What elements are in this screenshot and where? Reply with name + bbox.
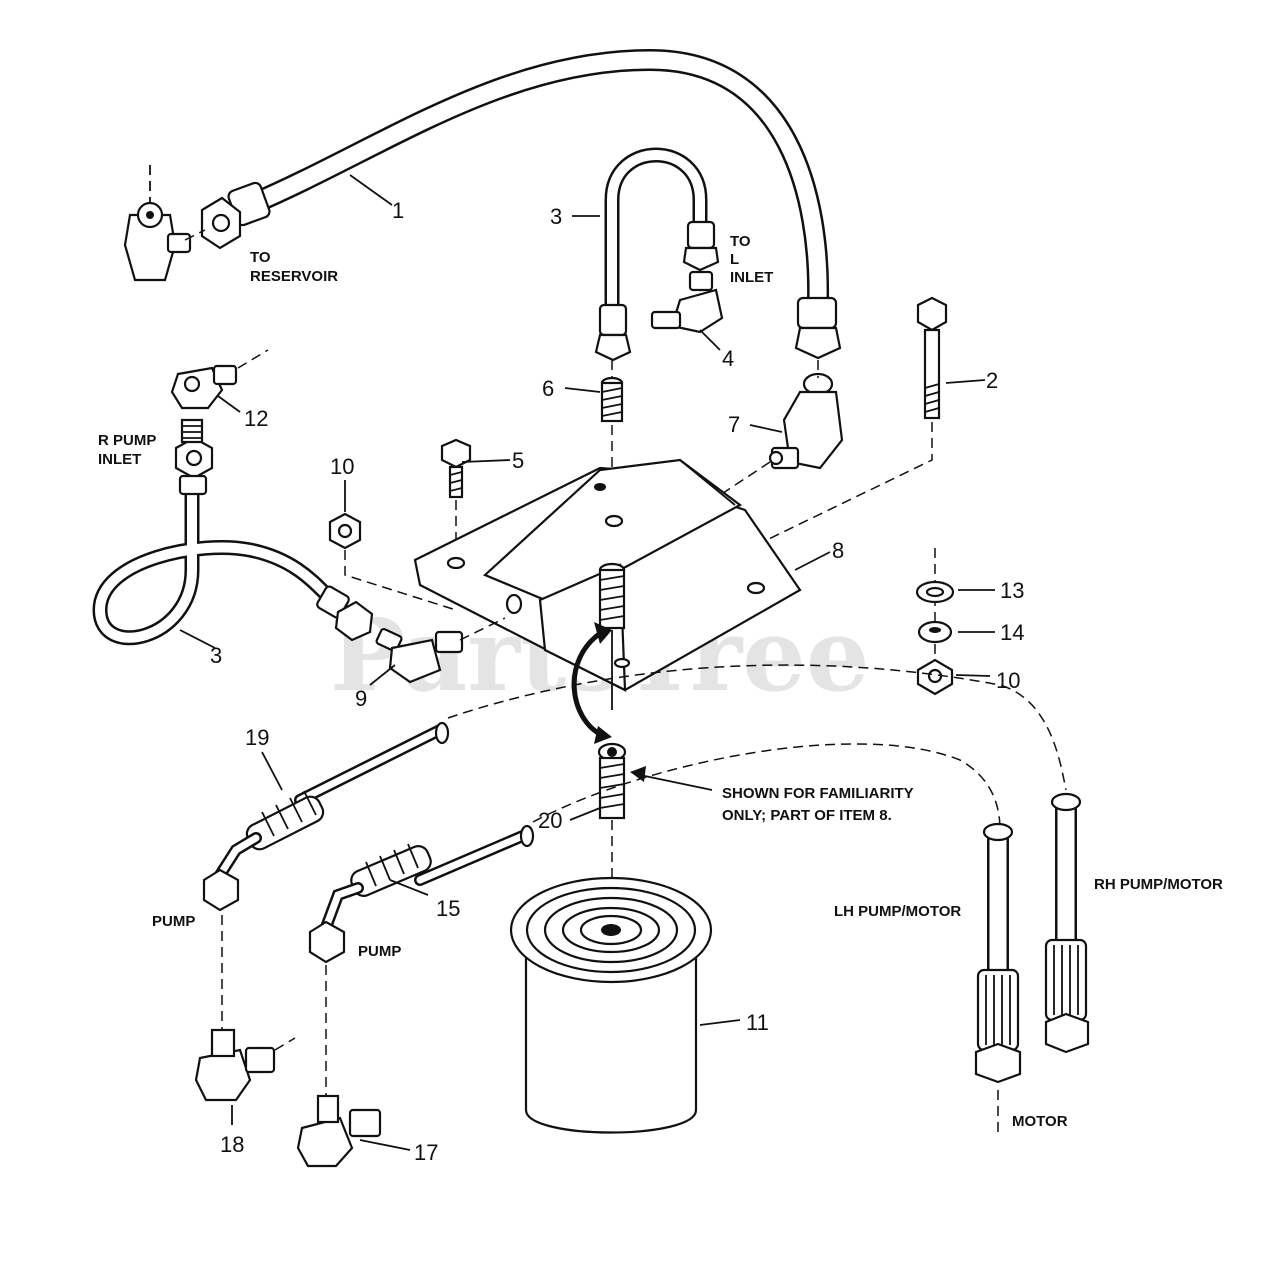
callout-4: 4 [722,346,734,371]
callout-3-top: 3 [550,204,562,229]
label-lh-pump-motor: LH PUMP/MOTOR [834,903,961,920]
nut-part-14 [917,620,953,644]
label-rh-pump-motor: RH PUMP/MOTOR [1094,876,1223,893]
oil-filter-part-11 [509,876,713,1134]
bolt-part-5 [440,438,472,499]
nut-part-10-left [328,512,362,550]
hose-part-19 [202,721,450,912]
callout-9: 9 [355,686,367,711]
callout-7: 7 [728,412,740,437]
callout-10-left: 10 [330,454,354,479]
label-shown-note-line1: SHOWN FOR FAMILIARITY [722,785,914,802]
callout-10-right: 10 [996,668,1020,693]
label-to-reservoir-line1: TO [250,249,271,266]
label-r-pump-inlet-line1: R PUMP [98,432,156,449]
rh-pump-motor-hose [1044,792,1090,1054]
callout-3-left: 3 [210,643,222,668]
callout-19: 19 [245,725,269,750]
callout-5: 5 [512,448,524,473]
leader-lines [179,174,995,1151]
fitting-part-12 [170,364,238,444]
fitting-part-6 [600,376,624,423]
label-pump-left: PUMP [152,913,195,930]
nipple-part-20 [597,742,627,820]
fitting-part-9 [375,627,464,684]
callout-1: 1 [392,198,404,223]
label-to-l-inlet-line1: TO [730,233,751,250]
hose-part-15 [308,824,535,964]
label-motor: MOTOR [1012,1113,1068,1130]
reservoir-elbow-fitting [123,165,192,282]
fitting-part-18 [194,1028,276,1102]
label-r-pump-inlet-line2: INLET [98,451,141,468]
label-to-l-inlet-line2: L [730,251,739,268]
callout-20: 20 [538,808,562,833]
bolt-part-2 [916,296,948,420]
lh-pump-motor-hose [974,822,1022,1084]
hose-part-3-left [92,436,374,646]
text-labels: TO RESERVOIR TO L INLET R PUMP INLET SHO… [98,233,1223,1130]
callout-14: 14 [1000,620,1024,645]
callout-numbers: 1 2 3 3 4 5 6 7 8 9 10 10 11 12 13 14 15… [210,198,1024,1165]
callout-12: 12 [244,406,268,431]
label-to-l-inlet-line3: INLET [730,269,773,286]
fitting-part-7 [768,372,844,470]
washer-part-13 [915,580,955,604]
label-to-reservoir-line2: RESERVOIR [250,268,338,285]
nipple-on-bracket [598,562,626,630]
fitting-part-17 [296,1094,382,1168]
callout-13: 13 [1000,578,1024,603]
label-shown-note-line2: ONLY; PART OF ITEM 8. [722,807,892,824]
hose-part-1 [200,48,842,360]
callout-8: 8 [832,538,844,563]
fitting-part-4 [650,270,724,334]
hose-part-3-top [594,147,720,362]
callout-11: 11 [746,1010,769,1035]
callout-18: 18 [220,1132,244,1157]
callout-6: 6 [542,376,554,401]
callout-2: 2 [986,368,998,393]
callout-17: 17 [414,1140,438,1165]
label-pump-mid: PUMP [358,943,401,960]
callout-15: 15 [436,896,460,921]
